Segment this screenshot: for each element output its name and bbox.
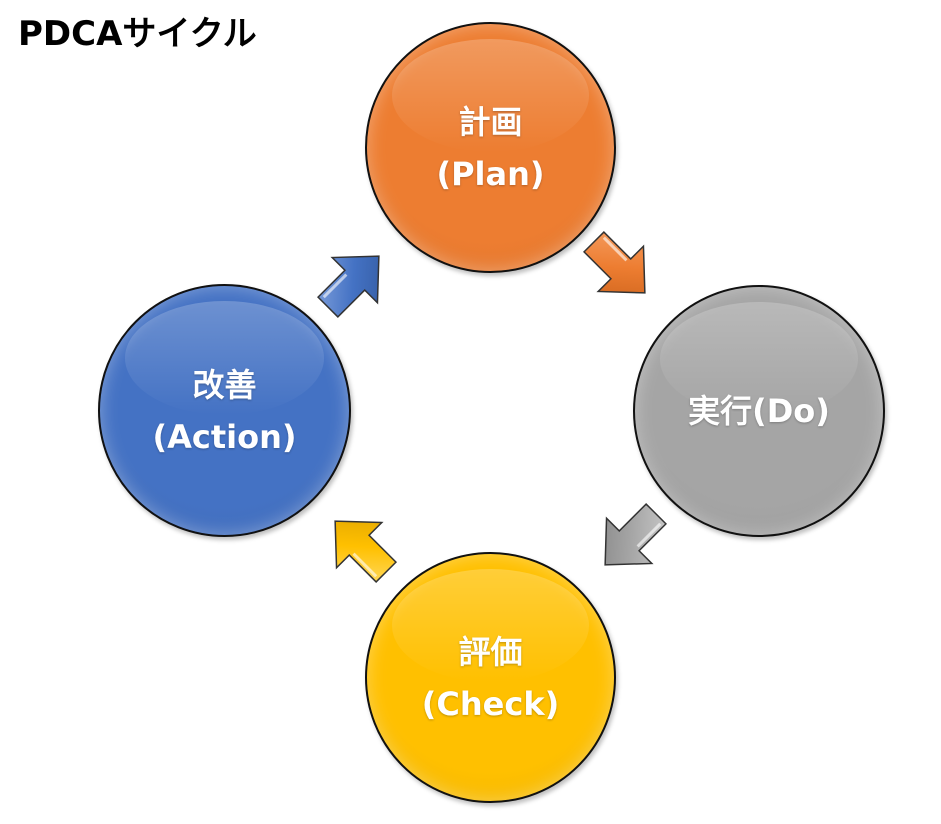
check-node-label: 評価 [458,632,523,671]
check-node: 評価 (Check) [365,552,616,803]
arrow-up-right-icon [304,232,403,331]
diagram-title: PDCAサイクル [18,14,257,54]
do-node-label: 実行(Do) [688,392,830,430]
check-node-sublabel: (Check) [421,684,560,723]
arrow-down-left-icon [581,490,680,589]
plan-node-sublabel: (Plan) [436,154,545,193]
action-node: 改善 (Action) [98,284,351,537]
arrow-up-left-icon [311,497,410,596]
action-node-sublabel: (Action) [152,417,297,456]
action-node-label: 改善 [192,365,257,404]
plan-node: 計画 (Plan) [365,22,616,273]
do-node: 実行(Do) [633,285,885,537]
arrow-down-right-icon [570,218,669,317]
plan-node-label: 計画 [458,102,523,141]
